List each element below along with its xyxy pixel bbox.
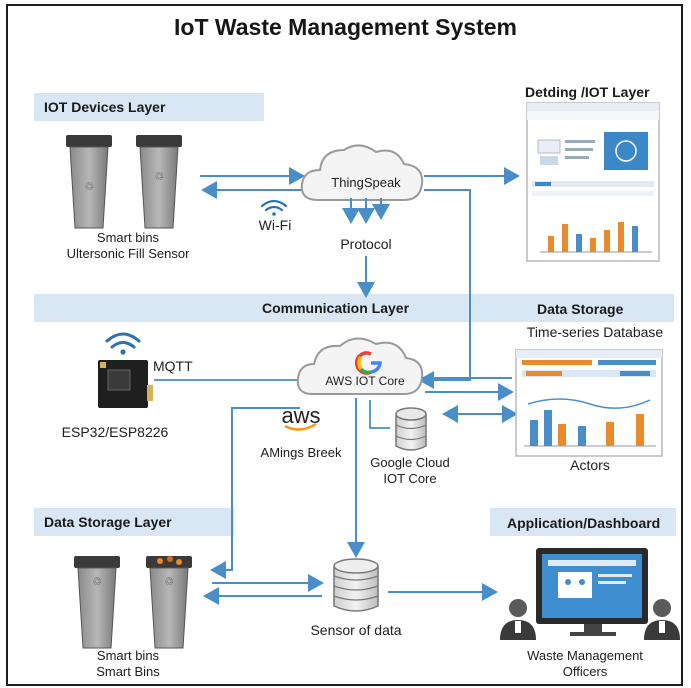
devices-layer-band: IOT Devices Layer [34,93,264,121]
aws-iot-core-label: AWS IOT Core [325,374,405,388]
smart-bin-icon-1: ♲ [66,135,112,229]
actors-label: Actors [570,457,610,473]
storage-layer-label: Data Storage Layer [44,514,172,530]
mqtt-label: MQTT [153,358,193,374]
svg-text:♲: ♲ [92,576,102,588]
wifi-signal-icon [105,332,141,355]
application-monitor-icon [536,548,648,636]
wifi-icon [260,199,288,216]
sensor-data-label: Sensor of data [310,622,402,638]
communication-layer-label: Communication Layer [262,300,410,316]
communication-layer-band [34,294,674,322]
dashboard-layer-header: Detding /IOT Layer [525,84,650,100]
storage-layer-band: Data Storage Layer [34,508,234,536]
smart-bins-bottom-label-1: Smart bins [96,648,160,663]
smart-bin-full-icon: ♲ [146,556,192,649]
dashboard-screen-top [526,102,660,262]
google-cloud-db-icon [395,407,427,451]
officers-label-1: Waste Management [527,648,643,663]
sensor-database-icon [333,558,379,612]
page-title: IoT Waste Management System [174,14,517,40]
esp32-board-icon [98,360,153,408]
aws-iot-core-cloud-icon [296,337,424,395]
timeseries-dashboard-screen [515,349,663,457]
devices-layer-label: IOT Devices Layer [44,99,166,115]
protocol-label: Protocol [340,236,392,252]
wifi-label: Wi-Fi [258,217,292,233]
data-storage-header: Data Storage [537,301,624,317]
officer-person-icon-left [500,599,536,640]
thingspeak-label: ThingSpeak [331,175,401,190]
timeseries-label: Time-series Database [526,324,664,340]
aws-smile-icon [284,422,317,431]
thingspeak-cloud-icon [300,144,424,201]
officers-label-2: Officers [562,664,608,679]
svg-text:♲: ♲ [84,181,94,193]
application-header: Application/Dashboard [507,515,661,531]
smart-bin-icon-3: ♲ [74,556,120,649]
smart-bins-bottom-label-2: Smart Bins [96,664,160,679]
amings-label: AMings Breek [260,445,342,460]
esp-label: ESP32/ESP8226 [61,424,169,440]
smart-bins-top-label-1: Smart bins [96,230,160,245]
smart-bin-icon-2: ♲ [136,135,182,229]
officer-person-icon-right [644,599,680,640]
smart-bins-top-label-2: Ultersonic Fill Sensor [66,246,190,261]
aws-logo-text: aws [281,403,321,428]
google-cloud-label-2: IOT Core [383,471,437,486]
google-cloud-label-1: Google Cloud [370,455,450,470]
application-band [490,508,676,536]
svg-text:♲: ♲ [154,171,164,183]
svg-text:♲: ♲ [164,576,174,588]
